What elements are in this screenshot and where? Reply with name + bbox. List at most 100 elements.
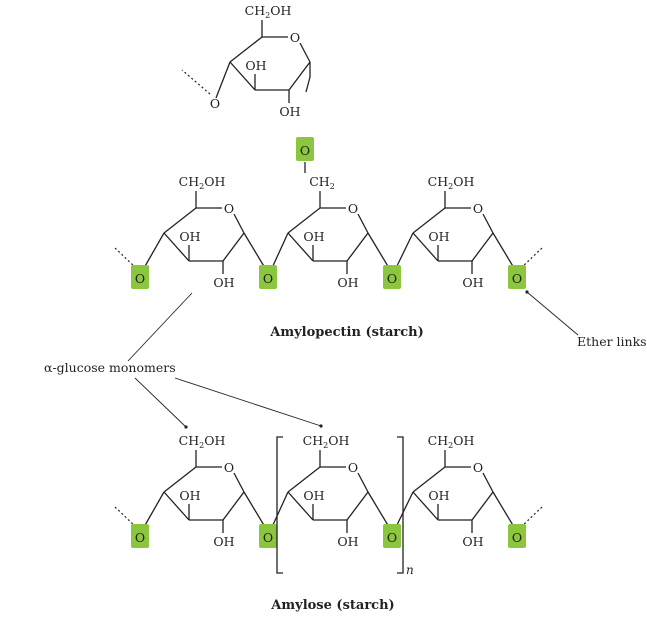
ring-amylopectin-3-bond (412, 232, 439, 262)
amylopectin-ether-o-2: O (512, 271, 522, 286)
ring-amylopectin-3-ch2oh-label: CH2OH (428, 174, 475, 191)
ring-amylose-3-ring-o: O (473, 460, 483, 475)
ring-branch-ring-o: O (290, 30, 300, 45)
amylose-ether-bond (395, 491, 414, 528)
amylopectin-ether-box-2 (508, 265, 526, 289)
glucose-rings (163, 20, 494, 533)
amylose-chain-continue-right (520, 506, 543, 528)
ring-amylose-1-ring-o: O (224, 460, 234, 475)
branch-c1-bond (305, 76, 311, 93)
ring-amylose-3-oh-label: OH (428, 488, 449, 503)
amylopectin-ether-o-left: O (135, 271, 145, 286)
ring-amylopectin-1-bond (222, 232, 245, 262)
ring-amylopectin-1-bond (163, 207, 197, 234)
monomers-leader (134, 377, 187, 428)
amylose-ether-o-left: O (135, 530, 145, 545)
ring-amylopectin-2-bond (287, 207, 321, 234)
ring-amylose-2-ch2oh-label: CH2OH (303, 433, 350, 450)
ring-amylose-3-bond (482, 472, 494, 493)
repeat-bracket-right (397, 436, 404, 574)
ring-amylose-2-ring-o: O (348, 460, 358, 475)
ring-amylose-1-oh-label: OH (179, 488, 200, 503)
ring-amylose-1-ch2oh-label: CH2OH (179, 433, 226, 450)
ring-amylopectin-3-ring-o: O (473, 201, 483, 216)
ring-amylose-2-bond (357, 472, 369, 493)
ring-amylopectin-2-ring-o: O (348, 201, 358, 216)
ether-links-leader (526, 291, 579, 336)
monomers-note: α-glucose monomers (44, 360, 176, 375)
amylopectin-ether-box-left (131, 265, 149, 289)
ring-amylopectin-2-bond (346, 232, 369, 262)
ring-amylopectin-3-oh-label: OH (428, 229, 449, 244)
ring-branch-bond (229, 61, 256, 91)
ring-amylopectin-1-bond (233, 213, 245, 234)
amylose-ether-box-1 (383, 524, 401, 548)
ring-amylopectin-3-bond (471, 232, 494, 262)
repeat-bracket-left (276, 436, 283, 574)
amylose-chain-continue-left (114, 506, 137, 528)
ring-amylose-1-bond (163, 491, 190, 521)
branch-left-o: O (210, 96, 220, 111)
amylose-ether-o-2: O (512, 530, 522, 545)
amylose-ether-box-0 (259, 524, 277, 548)
repeat-n-label: n (406, 563, 414, 577)
amylose-ether-bond (492, 491, 515, 528)
ether-links (114, 61, 543, 528)
amylopectin-ether-bond (395, 232, 414, 269)
ring-amylopectin-3-bond (482, 213, 494, 234)
amylose-ether-o-0: O (263, 530, 273, 545)
ring-amylose-2-bond (287, 466, 321, 493)
ring-branch-ch2oh-label: CH2OH (245, 3, 292, 20)
ring-branch-bond (288, 61, 311, 91)
ring-amylose-1-oh-label: OH (213, 534, 234, 549)
ring-amylopectin-1-oh-label: OH (179, 229, 200, 244)
ring-amylose-2-oh-label: OH (303, 488, 324, 503)
ring-amylopectin-2-ch2-label: CH2 (309, 174, 335, 191)
ether-links-arrowhead (525, 290, 529, 294)
amylose-ether-bond (143, 491, 165, 528)
amylose-ether-bond (367, 491, 390, 528)
ring-amylopectin-1-ch2oh-label: CH2OH (179, 174, 226, 191)
amylopectin-ether-box-0 (259, 265, 277, 289)
amylose-ether-box-left (131, 524, 149, 548)
monomers-leader (127, 292, 193, 362)
amylose-caption: Amylose (starch) (270, 598, 394, 613)
ring-amylose-3-oh-label: OH (462, 534, 483, 549)
ring-amylopectin-1-ring-o: O (224, 201, 234, 216)
ring-amylose-3-bond (471, 491, 494, 521)
amylopectin-chain-continue-left (114, 247, 137, 269)
ring-amylopectin-1-bond (163, 232, 190, 262)
ring-amylose-2-oh-label: OH (337, 534, 358, 549)
ring-amylose-1-bond (163, 466, 197, 493)
ring-amylose-3-bond (412, 466, 446, 493)
amylose-ether-box-2 (508, 524, 526, 548)
ring-branch-oh-label: OH (279, 104, 300, 119)
ring-amylopectin-2-bond (357, 213, 369, 234)
ring-amylopectin-2-bond (287, 232, 314, 262)
amylose-ether-bond (243, 491, 266, 528)
ring-amylopectin-3-bond (412, 207, 446, 234)
ring-amylose-3-bond (412, 491, 439, 521)
ring-amylopectin-2-oh-label: OH (303, 229, 324, 244)
branch-ether-box (296, 137, 314, 161)
amylopectin-ether-o-0: O (263, 271, 273, 286)
amylopectin-ether-o-1: O (387, 271, 397, 286)
ring-branch-bond (229, 36, 263, 63)
atom-labels: OCH2OHOHOHOCH2OHOHOCH2OHOHOHOCH2OHOHOHOC… (135, 3, 522, 549)
ring-amylose-3-ch2oh-label: CH2OH (428, 433, 475, 450)
amylopectin-ether-bond (492, 232, 515, 269)
ring-amylopectin-2-oh-label: OH (337, 275, 358, 290)
ring-amylopectin-3-oh-label: OH (462, 275, 483, 290)
ring-amylose-2-bond (287, 491, 314, 521)
ring-branch-bond (299, 42, 311, 63)
amylopectin-ether-bond (271, 232, 289, 269)
amylopectin-ether-bond (367, 232, 390, 269)
extra-lines (127, 290, 579, 429)
ether-highlights (131, 137, 526, 548)
amylopectin-caption: Amylopectin (starch) (269, 325, 423, 340)
monomers-arrowhead (184, 425, 188, 429)
ring-amylose-2-bond (346, 491, 369, 521)
branch-left-bond (215, 61, 231, 99)
monomers-leader (174, 377, 322, 427)
amylopectin-ether-bond (243, 232, 266, 269)
